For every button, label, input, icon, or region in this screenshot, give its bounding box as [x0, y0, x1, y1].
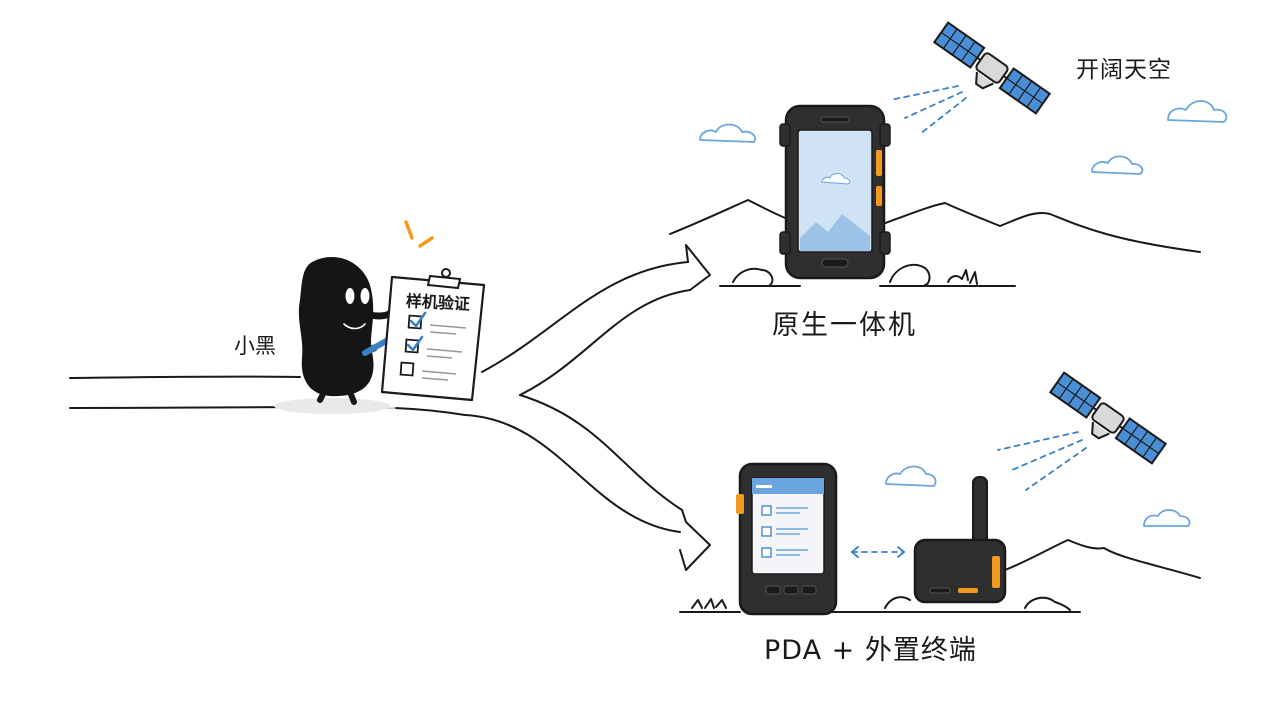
- external-terminal-icon: [913, 476, 1007, 604]
- device-link-icon: [850, 546, 906, 558]
- option-pda-terminal-label: PDA + 外置终端: [764, 635, 977, 666]
- mountain-bottom: [679, 539, 1201, 613]
- cloud-icon: [1143, 509, 1191, 527]
- character-label: 小黑: [234, 334, 276, 358]
- satellite-icon: [932, 21, 1052, 115]
- cloud-icon: [1167, 100, 1228, 123]
- checklist-clipboard-icon: [380, 268, 486, 402]
- bean-character-icon: [274, 256, 410, 414]
- option-native-device-label: 原生一体机: [772, 310, 917, 341]
- cloud-icon: [885, 465, 937, 487]
- satellite-signal-top: [889, 85, 967, 135]
- pda-device-icon: [736, 462, 838, 616]
- rugged-phone-icon: [779, 104, 891, 280]
- clipboard-title: 样机验证: [405, 291, 471, 314]
- arrow-to-pda-terminal: [464, 394, 711, 571]
- mountain-top: [669, 199, 1201, 287]
- open-sky-label: 开阔天空: [1076, 57, 1172, 83]
- cloud-icon: [1091, 155, 1144, 175]
- cloud-icon: [699, 123, 756, 143]
- arrow-to-native-device: [481, 244, 711, 396]
- satellite-icon: [1048, 371, 1168, 465]
- attention-marks: [404, 220, 434, 248]
- clouds: [699, 100, 1228, 527]
- satellite-signal-bottom: [997, 431, 1087, 491]
